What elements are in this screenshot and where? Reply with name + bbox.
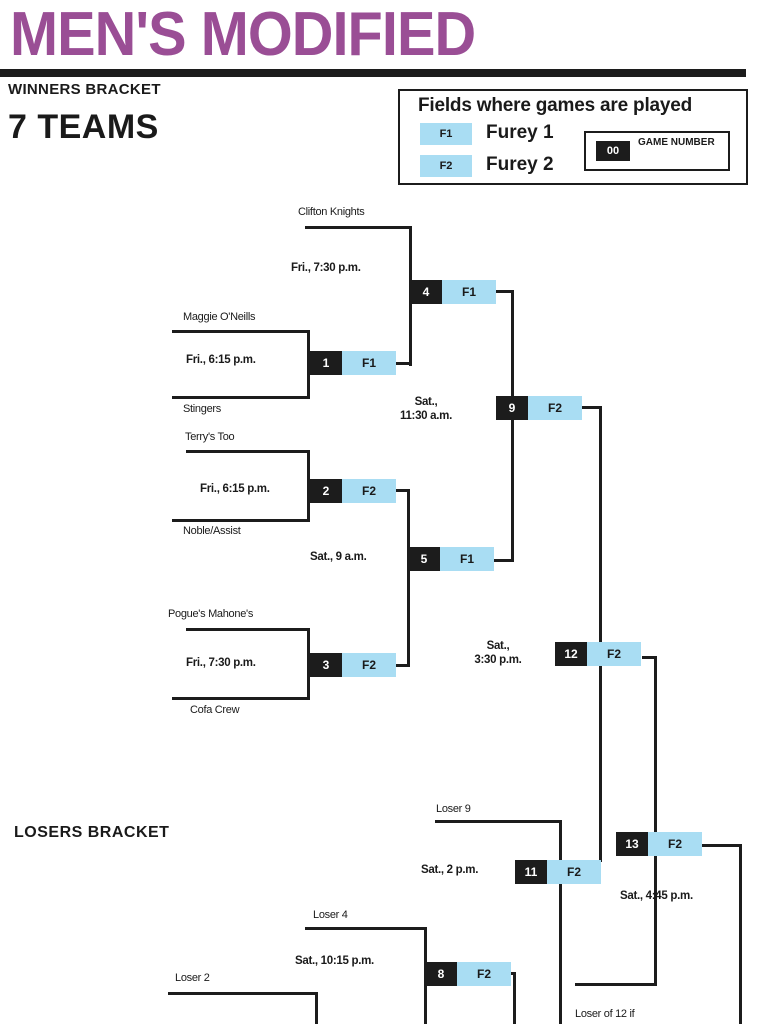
winners-bracket-heading: WINNERS BRACKET <box>8 81 161 98</box>
team-count: 7 TEAMS <box>8 108 159 146</box>
game-number: 2 <box>310 479 342 503</box>
game-time: Fri., 6:15 p.m. <box>200 483 270 495</box>
game-time: Sat., 3:30 p.m. <box>456 639 540 667</box>
team-label: Loser of 12 if <box>575 1008 635 1020</box>
legend-f1-name: Furey 1 <box>486 122 554 143</box>
page-title: MEN'S MODIFIED <box>10 0 476 69</box>
game-time: Fri., 7:30 p.m. <box>291 262 361 274</box>
game-number: 1 <box>310 351 342 375</box>
game-time-hour: 11:30 a.m. <box>400 410 452 422</box>
game-5: 5 F1 <box>408 547 494 571</box>
bracket-line <box>172 396 310 399</box>
bracket-line <box>494 290 514 293</box>
game-time: Sat., 10:15 p.m. <box>295 955 374 967</box>
team-label: Stingers <box>183 403 221 415</box>
losers-bracket-heading: LOSERS BRACKET <box>14 824 170 841</box>
team-label: Clifton Knights <box>298 206 365 218</box>
bracket-line <box>305 927 427 930</box>
game-number-sample: 00 <box>596 141 630 161</box>
bracket-line <box>186 450 310 453</box>
bracket-line <box>307 330 310 399</box>
game-13: 13 F2 <box>616 832 702 856</box>
team-label: Loser 2 <box>175 972 210 984</box>
game-number: 8 <box>425 962 457 986</box>
game-time-day: Sat., <box>414 396 438 408</box>
game-number: 4 <box>410 280 442 304</box>
bracket-line <box>172 330 310 333</box>
game-number: 12 <box>555 642 587 666</box>
game-number: 13 <box>616 832 648 856</box>
team-label: Cofa Crew <box>190 704 240 716</box>
bracket-line <box>654 656 657 986</box>
bracket-line <box>599 406 602 862</box>
game-field: F1 <box>342 351 396 375</box>
bracket-line <box>511 290 514 562</box>
bracket-line <box>305 226 412 229</box>
game-11: 11 F2 <box>515 860 601 884</box>
team-label: Loser 4 <box>313 909 348 921</box>
game-number: 5 <box>408 547 440 571</box>
game-8: 8 F2 <box>425 962 511 986</box>
game-field: F1 <box>440 547 494 571</box>
game-field: F2 <box>457 962 511 986</box>
game-time: Sat., 2 p.m. <box>421 864 479 876</box>
game-time: Sat., 9 a.m. <box>310 551 367 563</box>
team-label: Pogue's Mahone's <box>168 608 254 620</box>
game-time: Fri., 7:30 p.m. <box>186 657 256 669</box>
bracket-line <box>739 844 742 1024</box>
bracket-line <box>494 559 514 562</box>
bracket-line <box>168 992 318 995</box>
legend-f2-name: Furey 2 <box>486 154 554 175</box>
game-field: F2 <box>547 860 601 884</box>
title-rule <box>0 69 746 77</box>
legend-f1-chip: F1 <box>420 123 472 145</box>
legend-title: Fields where games are played <box>418 95 693 116</box>
team-label: Noble/Assist <box>183 525 241 537</box>
game-number: 3 <box>310 653 342 677</box>
game-field: F2 <box>528 396 582 420</box>
legend-f2-chip: F2 <box>420 155 472 177</box>
team-label: Loser 9 <box>436 803 471 815</box>
game-12: 12 F2 <box>555 642 641 666</box>
bracket-line <box>702 844 742 847</box>
bracket-line <box>396 664 410 667</box>
bracket-line <box>575 983 657 986</box>
game-field: F2 <box>342 479 396 503</box>
game-time: Sat., 11:30 a.m. <box>388 395 464 423</box>
bracket-line <box>396 489 410 492</box>
game-9: 9 F2 <box>496 396 582 420</box>
game-field: F2 <box>342 653 396 677</box>
game-time: Fri., 6:15 p.m. <box>186 354 256 366</box>
game-time-day: Sat., <box>486 640 510 652</box>
bracket-line <box>307 628 310 700</box>
legend: Fields where games are played F1 Furey 1… <box>398 89 748 185</box>
game-time: Sat., 4:45 p.m. <box>620 890 693 902</box>
bracket-line <box>307 450 310 522</box>
team-label: Terry's Too <box>185 431 235 443</box>
bracket-line <box>407 489 410 667</box>
bracket-line <box>582 406 602 409</box>
bracket-line <box>315 992 318 1024</box>
game-field: F2 <box>587 642 641 666</box>
game-1: 1 F1 <box>310 351 396 375</box>
game-number-key: 00 GAME NUMBER <box>584 131 730 171</box>
game-number: 9 <box>496 396 528 420</box>
bracket-line <box>396 362 412 365</box>
game-3: 3 F2 <box>310 653 396 677</box>
bracket-line <box>172 519 310 522</box>
bracket-line <box>513 972 516 1024</box>
bracket-line <box>435 820 562 823</box>
bracket-line <box>642 656 657 659</box>
game-time-hour: 3:30 p.m. <box>474 654 522 666</box>
bracket-line <box>559 820 562 1024</box>
game-field: F1 <box>442 280 496 304</box>
game-field: F2 <box>648 832 702 856</box>
game-number-label: GAME NUMBER <box>638 137 715 148</box>
game-2: 2 F2 <box>310 479 396 503</box>
game-4: 4 F1 <box>410 280 496 304</box>
team-label: Maggie O'Neills <box>183 311 256 323</box>
bracket-line <box>186 628 310 631</box>
game-number: 11 <box>515 860 547 884</box>
bracket-line <box>172 697 310 700</box>
